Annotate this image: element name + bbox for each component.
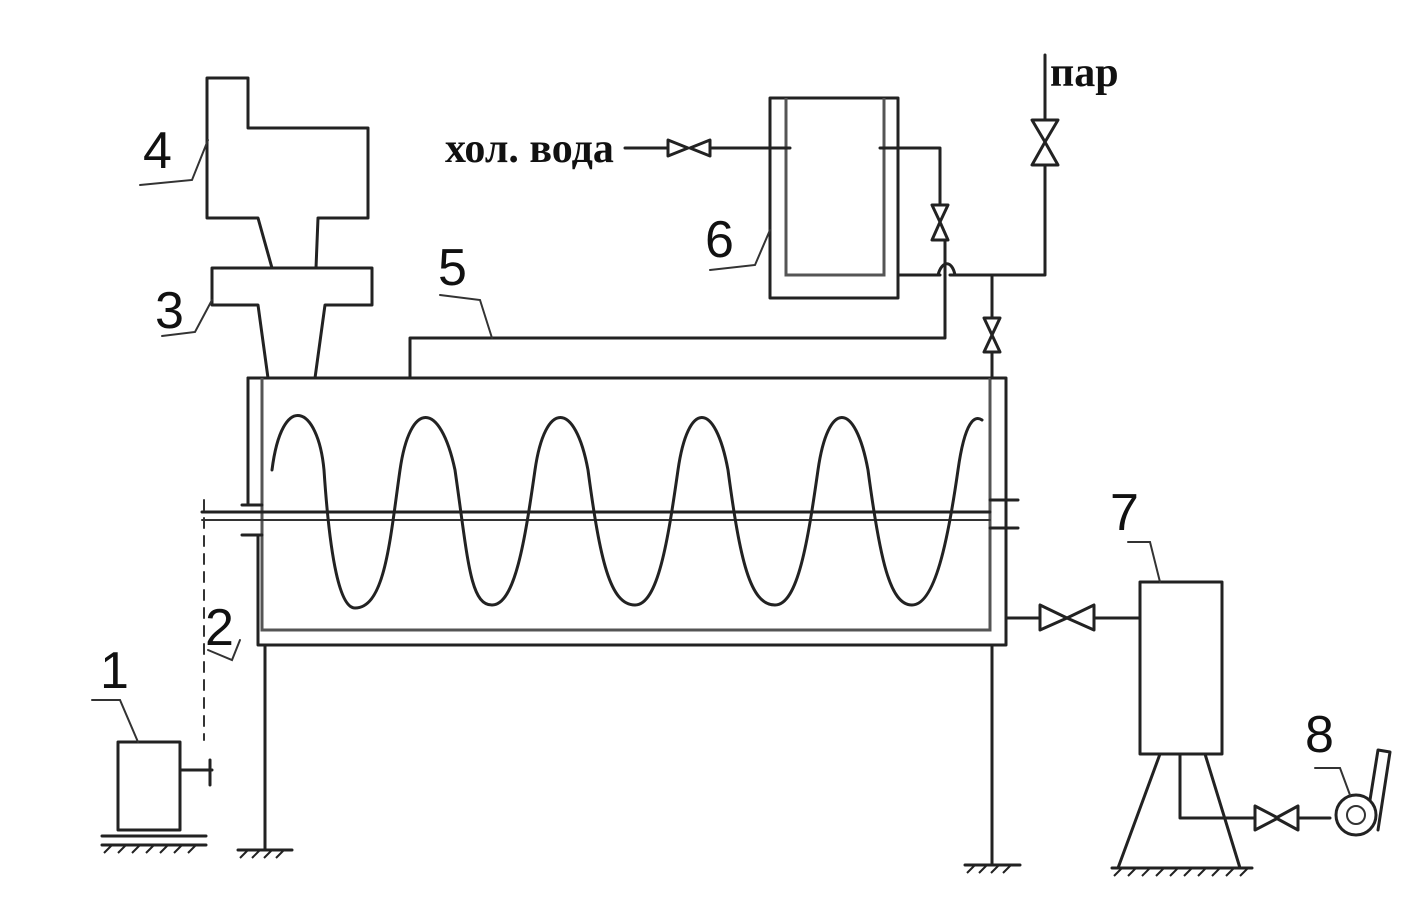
label-cold-water: хол. вода <box>445 126 614 172</box>
outlet-line <box>1004 603 1142 632</box>
label-3: 3 <box>155 282 184 340</box>
label-5: 5 <box>438 239 467 297</box>
separator <box>1110 541 1257 877</box>
valve-body-steam <box>982 273 1002 380</box>
valve-steam <box>1030 53 1060 167</box>
label-8: 8 <box>1305 706 1334 764</box>
label-1: 1 <box>100 642 129 700</box>
label-7: 7 <box>1110 484 1139 542</box>
fan <box>1253 748 1392 837</box>
cold-water-line <box>623 138 792 158</box>
valve-tank-outlet <box>930 203 950 242</box>
pipe-5 <box>408 238 947 380</box>
water-tank <box>709 96 1047 300</box>
hopper-lower <box>161 266 374 380</box>
label-6: 6 <box>705 211 734 269</box>
screw-conveyor-body <box>200 376 1020 662</box>
motor <box>91 699 214 854</box>
supports <box>236 643 1022 874</box>
label-steam: пар <box>1050 50 1119 96</box>
hopper-upper <box>139 76 370 270</box>
label-2: 2 <box>205 599 234 657</box>
label-4: 4 <box>143 122 172 180</box>
